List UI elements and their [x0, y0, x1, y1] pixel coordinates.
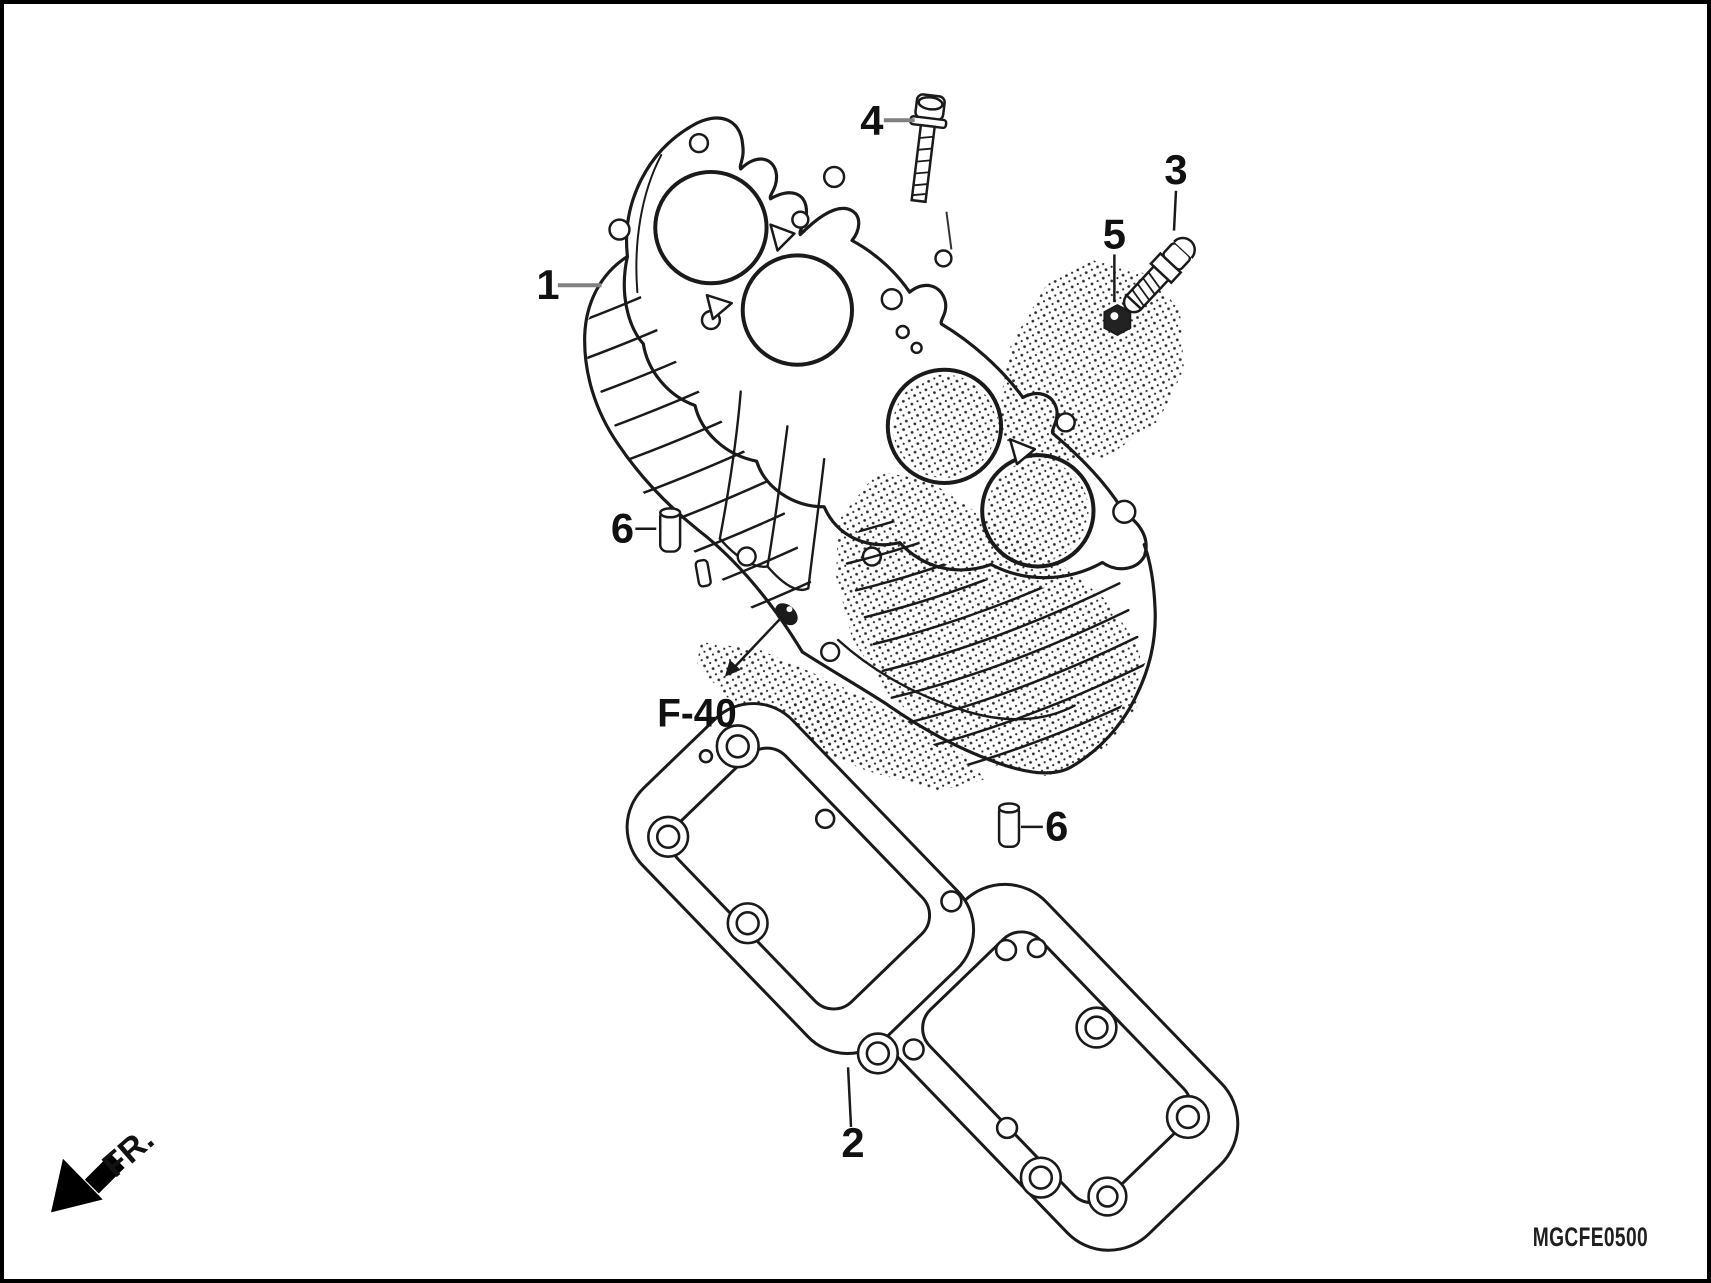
- deck-bolt-holes: [608, 132, 1137, 567]
- block-bottom-silhouette: [800, 543, 1157, 775]
- block-left-silhouette: [583, 254, 804, 654]
- part-code: MGCFE0500: [1533, 1222, 1648, 1252]
- base-gasket-drawing: [625, 702, 1240, 1252]
- cylinder-bore-1: [653, 169, 769, 286]
- cast-arrow-marks: [705, 223, 1037, 466]
- gasket-bolt-holes: [655, 734, 1201, 1208]
- figure-ref-arrow-line: [733, 611, 788, 668]
- leader-lines: [557, 118, 1178, 1128]
- cam-chain-tunnel-detail: [694, 390, 1076, 721]
- flange-bolt-drawing: [909, 93, 948, 204]
- front-direction-marker: FR.: [51, 1120, 161, 1213]
- cylinder-bore-4: [980, 453, 1096, 569]
- sealing-plug-drawing: [1122, 236, 1196, 314]
- stipple-bore-4: [987, 460, 1089, 562]
- bolt-hole-pointer-line: [945, 211, 953, 250]
- bolt-threads: [912, 135, 934, 197]
- cylinder-block-drawing: [583, 116, 1157, 780]
- plug-threads: [1131, 271, 1161, 307]
- callout-6-right: 6: [1045, 803, 1068, 850]
- callout-4: 4: [860, 97, 883, 144]
- deck-face-outline: [622, 116, 1148, 580]
- deck-face-inner-line: [635, 154, 663, 294]
- front-arrow-head: [51, 1158, 103, 1213]
- front-arrow-tail: [84, 1153, 125, 1194]
- callout-3: 3: [1164, 146, 1187, 193]
- callout-6-left: 6: [611, 505, 634, 552]
- cylinder-bore-2: [740, 253, 855, 367]
- callout-2: 2: [841, 1119, 864, 1166]
- figure-ref-arrowhead: [724, 659, 741, 677]
- cylinder-bore-3: [885, 367, 1004, 485]
- dowel-pin-right: [997, 802, 1021, 848]
- nut-drawing: [1103, 303, 1132, 337]
- figure-ref-label: F-40: [657, 691, 737, 735]
- cylinder-parts-diagram: 1 2 3 4 5 6 6 F-40 FR. MGCFE0500: [51, 93, 1648, 1252]
- dowel-pin-left: [658, 507, 682, 553]
- figure-reference: F-40: [657, 611, 788, 735]
- stipple-bore-3: [892, 374, 997, 479]
- cooling-fins-right: [840, 508, 1157, 780]
- leader-line-2: [846, 1067, 853, 1128]
- leader-line-3: [1172, 190, 1178, 231]
- callout-5: 5: [1103, 210, 1126, 257]
- callout-1: 1: [536, 261, 559, 308]
